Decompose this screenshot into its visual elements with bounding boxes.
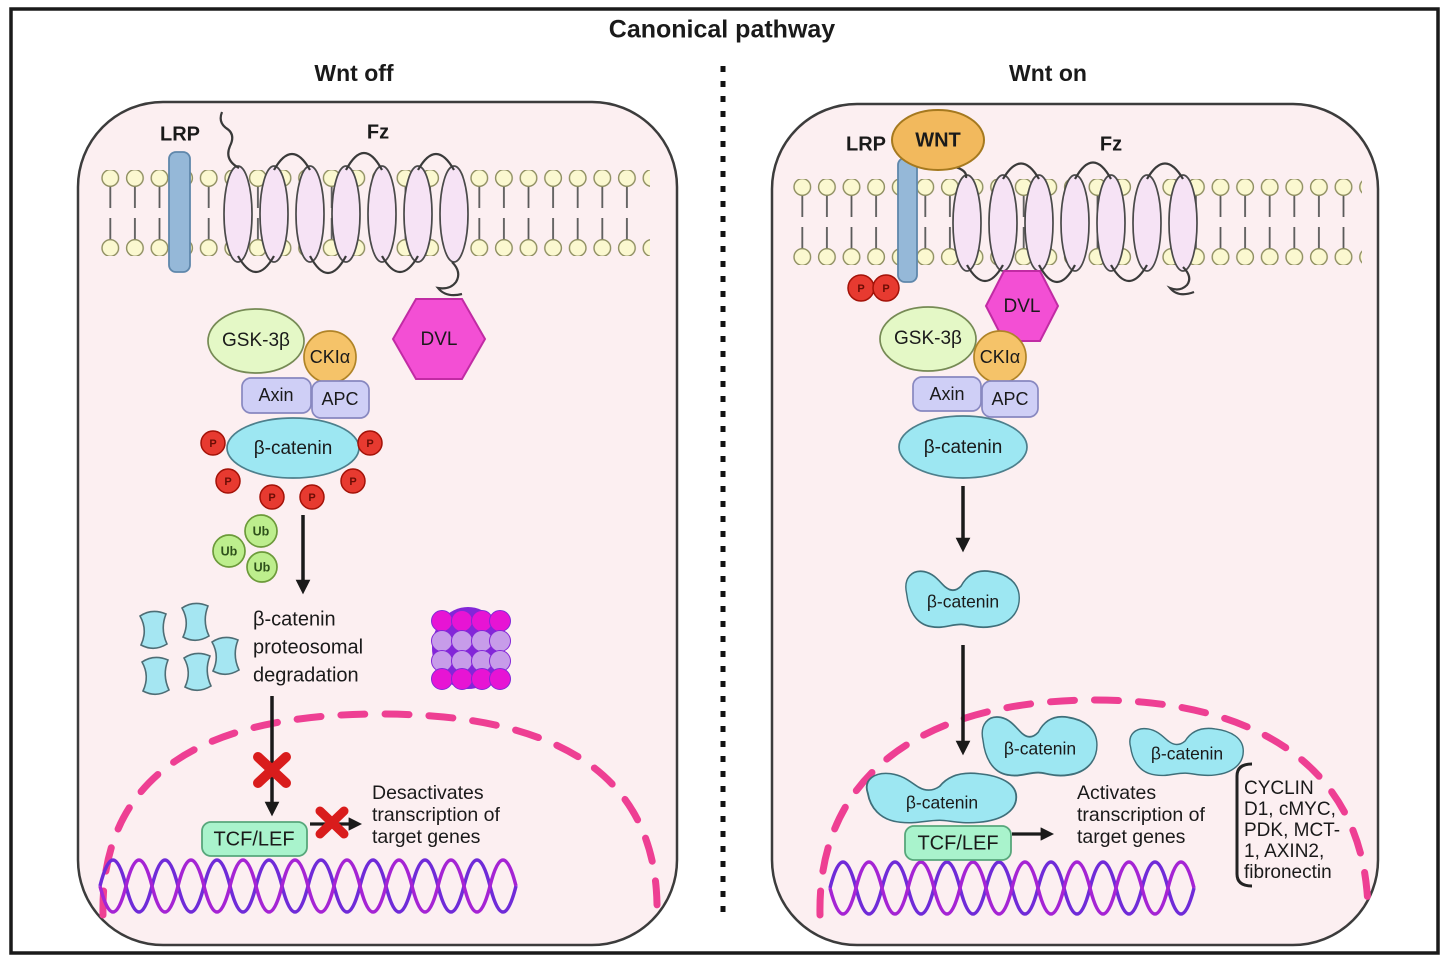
result-line: transcription of	[372, 804, 500, 826]
nucleus-dashed-border	[99, 710, 661, 919]
result-line: Desactivates	[372, 782, 484, 804]
dvl-protein: DVL	[391, 298, 487, 380]
destruction-complex: GSK-3β CKIα Axin APC β-catenin P P P P P…	[200, 308, 383, 510]
phospho-label: P	[224, 476, 231, 488]
phospho-label: P	[366, 438, 373, 450]
tcf-lef-box	[201, 821, 308, 857]
dvl-label: DVL	[1004, 296, 1041, 317]
beta-catenin-blob: β-catenin	[981, 715, 1098, 777]
inhibition-x-icon	[315, 806, 349, 839]
cki-label: CKIα	[310, 347, 350, 367]
beta-catenin-blob: β-catenin	[865, 772, 1018, 824]
transcription-result-caption: Activates transcription of target genes	[1077, 782, 1205, 848]
plasma-membrane: WNT LRP Fz P P	[790, 109, 1362, 302]
target-genes-bracket	[1235, 762, 1253, 888]
c-terminus-squiggle	[435, 261, 463, 297]
c-terminus-squiggle	[1166, 266, 1195, 296]
cki-label: CKIα	[980, 347, 1020, 367]
degradation-line: degradation	[253, 664, 359, 686]
target-gene-line: PDK, MCT-	[1244, 820, 1340, 841]
phospho-label: P	[349, 476, 356, 488]
beta-catenin-protein	[898, 415, 1028, 479]
phospho-label: P	[308, 492, 315, 504]
wnt-off-header: Wnt off	[314, 60, 394, 86]
destruction-complex: GSK-3β CKIα Axin APC β-catenin	[879, 306, 1039, 479]
proteasome	[431, 607, 511, 690]
target-gene-line: fibronectin	[1244, 862, 1332, 883]
gsk3b-protein	[207, 308, 305, 374]
dvl-label: DVL	[421, 329, 458, 350]
ub-label: Ub	[253, 524, 270, 538]
result-line: target genes	[1077, 826, 1186, 848]
tcf-lef-box	[904, 825, 1012, 861]
phosphate-group: P P P P P P	[200, 430, 383, 510]
apc-protein	[981, 380, 1039, 418]
frizzled-receptor	[951, 161, 1198, 296]
result-line: transcription of	[1077, 804, 1205, 826]
beta-catenin-label: β-catenin	[254, 438, 333, 459]
wnt-label: WNT	[915, 129, 961, 151]
beta-catenin-blob-label: β-catenin	[1151, 744, 1223, 764]
beta-catenin-blob-label: β-catenin	[906, 793, 978, 813]
fz-label: Fz	[1100, 133, 1122, 155]
ubiquitin-group: Ub Ub Ub	[212, 514, 278, 583]
apc-label: APC	[321, 389, 358, 409]
lrp-label: LRP	[846, 133, 886, 155]
lrp-receptor	[897, 157, 918, 283]
lrp-label: LRP	[160, 123, 200, 145]
frizzled-receptor	[219, 111, 469, 297]
dvl-hexagon	[391, 298, 487, 380]
receptor-loops	[966, 161, 1184, 284]
transcription-result-caption: Desactivates transcription of target gen…	[372, 782, 500, 848]
ub-label: Ub	[221, 544, 238, 558]
panel-wnt-off: Wnt off LRP	[76, 60, 679, 947]
target-gene-line: CYCLIN	[1244, 778, 1314, 799]
lrp-receptor	[168, 151, 191, 273]
inhibition-x-icon	[253, 752, 291, 788]
receptor-loops	[237, 151, 455, 275]
degradation-line: β-catenin	[253, 608, 336, 630]
dna-helix	[828, 860, 1196, 916]
beta-catenin-blob: β-catenin	[1129, 727, 1245, 777]
wnt-ligand	[891, 109, 985, 171]
fz-label: Fz	[367, 121, 389, 143]
tcf-lef-label: TCF/LEF	[917, 832, 998, 854]
axin-label: Axin	[258, 385, 293, 405]
beta-catenin-label: β-catenin	[924, 437, 1003, 458]
beta-catenin-blob-label: β-catenin	[927, 592, 999, 612]
phosphate-group: P P	[847, 274, 900, 302]
dna-helix	[98, 858, 518, 914]
figure-title: Canonical pathway	[609, 16, 836, 44]
axin-label: Axin	[929, 384, 964, 404]
phospho-label: P	[209, 438, 216, 450]
plasma-membrane: LRP Fz	[98, 111, 650, 297]
wnt-on-header: Wnt on	[1009, 60, 1087, 86]
phospho-label: P	[882, 283, 889, 295]
gsk3b-label: GSK-3β	[222, 330, 290, 351]
axin-protein	[241, 377, 312, 414]
tcf-lef-label: TCF/LEF	[213, 828, 294, 850]
degradation-caption: β-catenin proteosomal degradation	[253, 608, 363, 686]
gsk3b-label: GSK-3β	[894, 328, 962, 349]
target-genes-list: CYCLIN D1, cMYC, PDK, MCT- 1, AXIN2, fib…	[1244, 778, 1340, 883]
degradation-line: proteosomal	[253, 636, 363, 658]
panel-wnt-on: Wnt on WNT	[770, 60, 1380, 947]
target-gene-line: 1, AXIN2,	[1244, 841, 1324, 862]
result-line: target genes	[372, 826, 481, 848]
beta-catenin-blob-label: β-catenin	[1004, 739, 1076, 759]
result-line: Activates	[1077, 782, 1156, 804]
axin-protein	[912, 376, 982, 412]
phospho-label: P	[857, 283, 864, 295]
n-terminus-squiggle	[219, 111, 240, 169]
nucleus-dashed-border	[816, 696, 1372, 919]
target-gene-line: D1, cMYC,	[1244, 799, 1336, 820]
apc-protein	[311, 380, 370, 419]
phospho-label: P	[268, 492, 275, 504]
apc-label: APC	[991, 389, 1028, 409]
gsk3b-protein	[879, 306, 977, 372]
ub-label: Ub	[254, 560, 271, 574]
beta-catenin-blob: β-catenin	[904, 570, 1021, 629]
